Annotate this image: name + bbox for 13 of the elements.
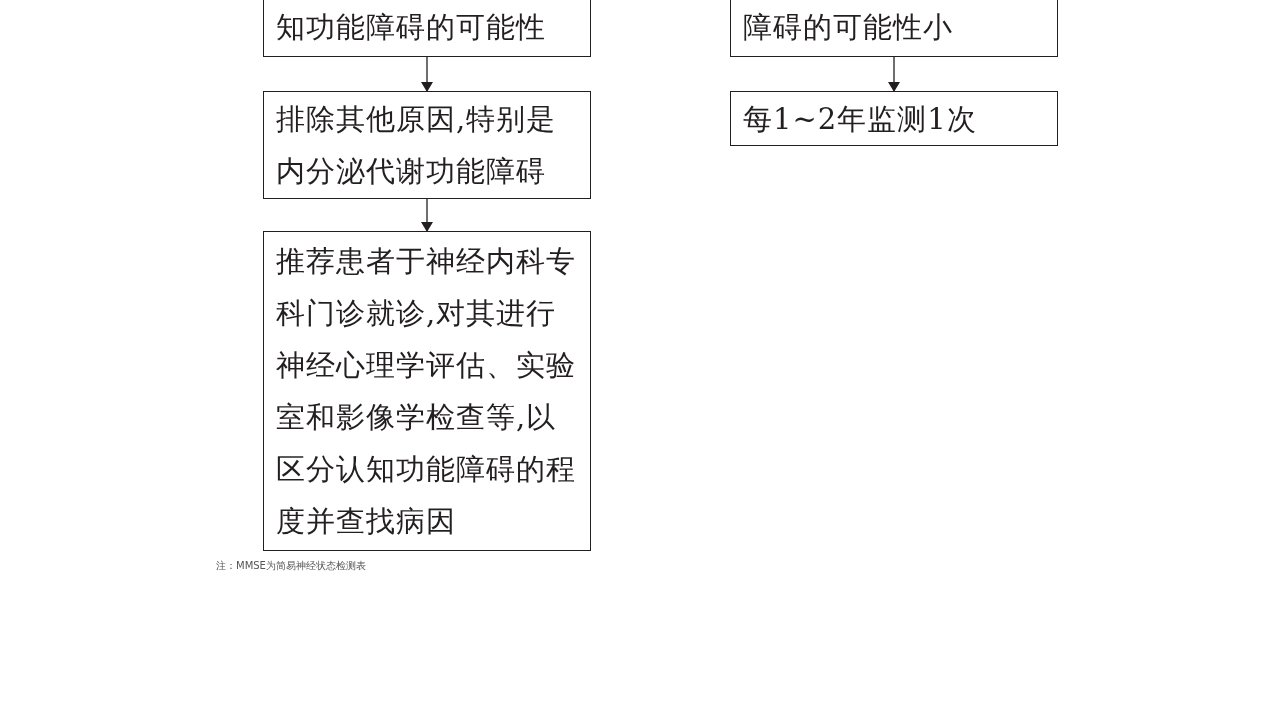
arrow (888, 56, 900, 92)
process-box (730, 91, 1058, 146)
box-text: 推荐患者于神经内科专科门诊就诊,对其进行神经心理学评估、实验室和影像学检查等,以区分认知功能障碍的程度并查找病因 (276, 243, 577, 540)
box-text: 每1~2年监测1次 (743, 100, 978, 138)
box-text: 障碍的可能性小 (743, 9, 954, 46)
process-box (263, 91, 591, 199)
process-box (730, 0, 1058, 57)
process-box (263, 0, 591, 57)
arrow (421, 56, 433, 92)
note-text: 注：MMSE为简易神经状态检测表 (216, 559, 366, 573)
arrow (421, 198, 433, 232)
box-text: 排除其他原因,特别是内分泌代谢功能障碍 (276, 101, 558, 190)
box-text: 知功能障碍的可能性 (276, 9, 547, 46)
